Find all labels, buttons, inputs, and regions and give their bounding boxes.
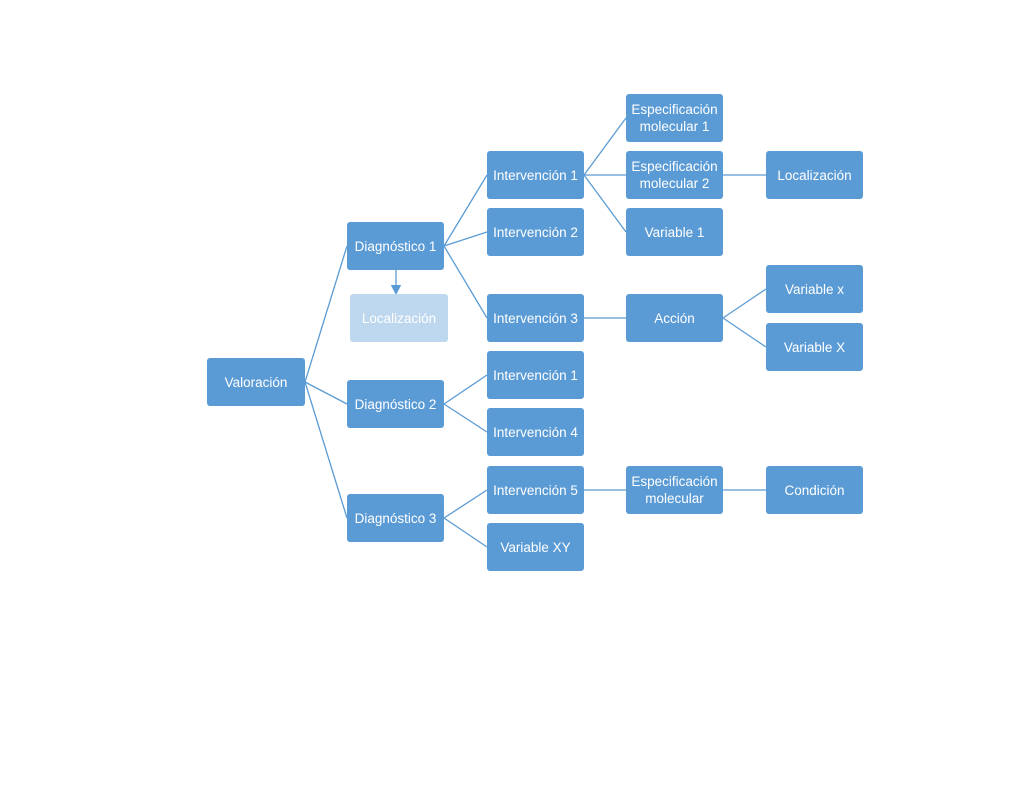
node-especificacion-molecular-2: Especificación molecular 2 xyxy=(626,151,723,199)
connector-accion-variable-x-upper xyxy=(722,317,767,348)
connector-diagnostico1-intervencion2 xyxy=(443,231,488,247)
node-diagnostico-2: Diagnóstico 2 xyxy=(347,380,444,428)
node-d2-intervencion-4: Intervención 4 xyxy=(487,408,584,456)
node-condicion: Condición xyxy=(766,466,863,514)
node-d1-intervencion-3: Intervención 3 xyxy=(487,294,584,342)
node-accion: Acción xyxy=(626,294,723,342)
connector-valoracion-diagnostico1 xyxy=(304,245,348,383)
node-especificacion-molecular-1: Especificación molecular 1 xyxy=(626,94,723,142)
node-d3-intervencion-5: Intervención 5 xyxy=(487,466,584,514)
node-variable-x-lower: Variable x xyxy=(766,265,863,313)
connector-diagnostico3-variable-xy xyxy=(443,517,488,548)
node-d1-intervencion-1: Intervención 1 xyxy=(487,151,584,199)
node-d2-intervencion-1: Intervención 1 xyxy=(487,351,584,399)
node-diagnostico-1: Diagnóstico 1 xyxy=(347,222,444,270)
connector-diagnostico1-intervencion3 xyxy=(443,245,488,319)
node-variable-x-upper: Variable X xyxy=(766,323,863,371)
connector-diagnostico2-intervencion4 xyxy=(443,403,488,433)
connector-accion-variable-x-lower xyxy=(722,288,767,319)
node-localizacion-light: Localización xyxy=(350,294,448,342)
node-especificacion-molecular: Especificación molecular xyxy=(626,466,723,514)
node-diagnostico-3: Diagnóstico 3 xyxy=(347,494,444,542)
node-valoracion: Valoración xyxy=(207,358,305,406)
connector-intervencion1-especificacion1 xyxy=(583,117,627,176)
node-d3-variable-xy: Variable XY xyxy=(487,523,584,571)
connector-diagnostico2-intervencion1 xyxy=(443,374,488,405)
node-d1-intervencion-2: Intervención 2 xyxy=(487,208,584,256)
connector-valoracion-diagnostico2 xyxy=(304,381,348,405)
connector-diagnostico1-intervencion1 xyxy=(443,174,488,247)
connector-intervencion1-variable1 xyxy=(583,174,627,233)
node-variable-1: Variable 1 xyxy=(626,208,723,256)
connector-valoracion-diagnostico3 xyxy=(304,381,348,519)
node-localizacion: Localización xyxy=(766,151,863,199)
connector-diagnostico3-intervencion5 xyxy=(443,489,488,519)
